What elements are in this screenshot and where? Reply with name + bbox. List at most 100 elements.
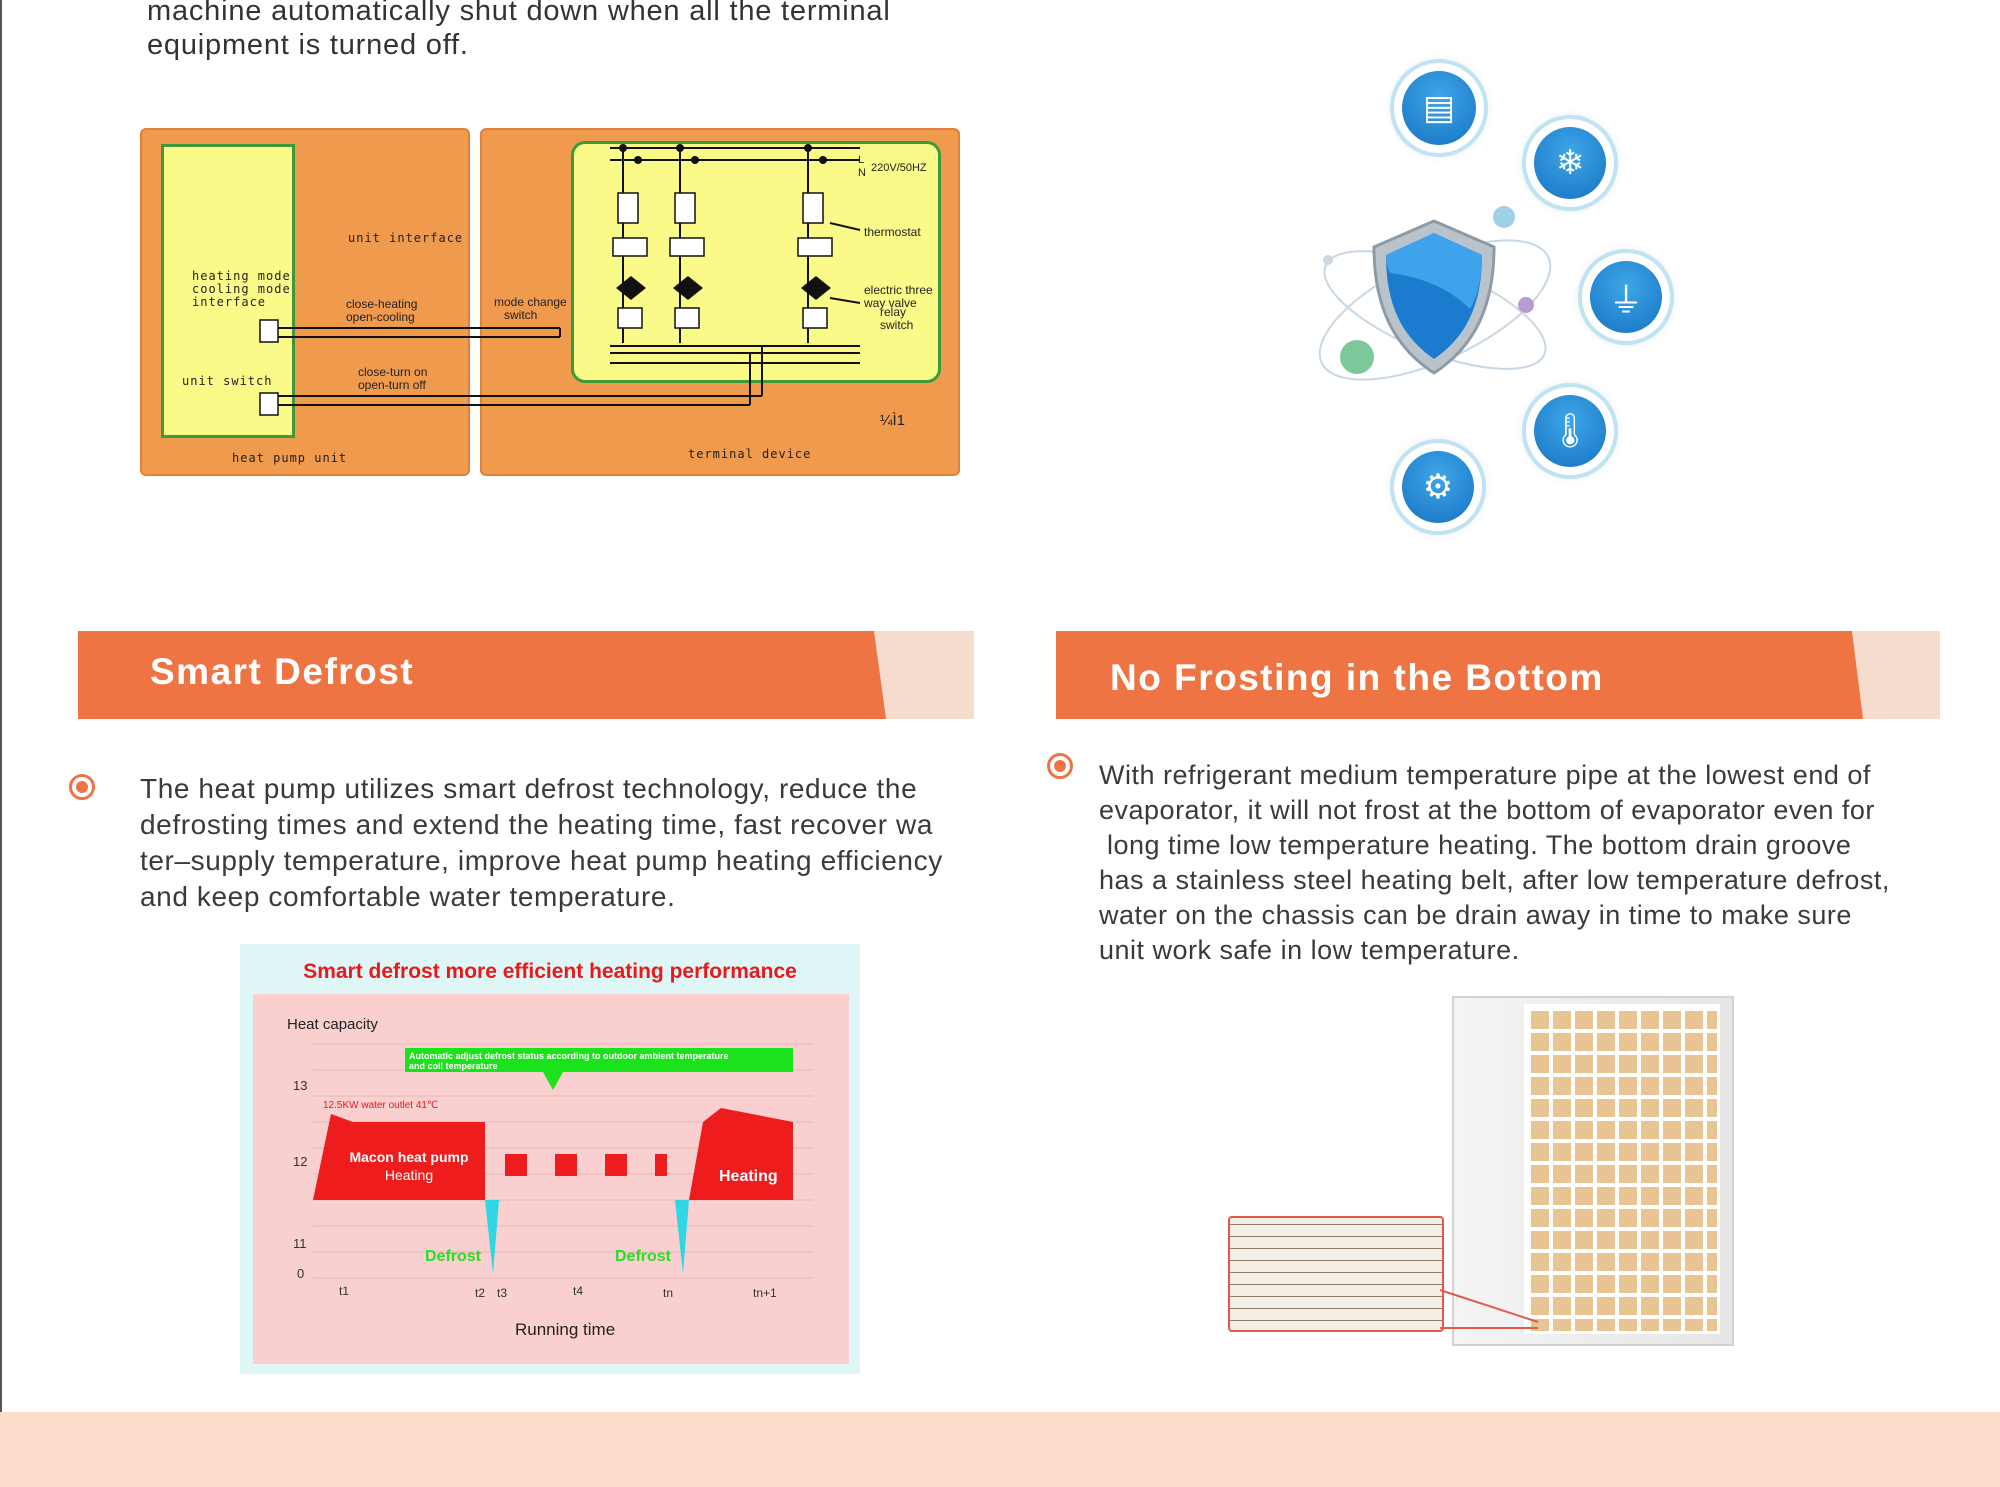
water-tower-icon: ▤ xyxy=(1394,63,1484,153)
evaporator-unit-illustration xyxy=(1226,990,1746,1362)
thermostat-label: thermostat xyxy=(864,225,921,239)
close-heating-line: close-heating xyxy=(346,297,418,311)
chart-title: Smart defrost more efficient heating per… xyxy=(303,960,797,983)
defrost-chart: Smart defrost more efficient heating per… xyxy=(240,944,860,1374)
defrost-paragraph: The heat pump utilizes smart defrost tec… xyxy=(140,771,1000,915)
paragraph-line: has a stainless steel heating belt, afte… xyxy=(1099,865,1890,895)
open-cooling-line: open-cooling xyxy=(346,310,415,324)
relay-label: relay switch xyxy=(880,306,913,332)
chart-plot-area: Heat capacity Running time 13 12 11 0 t1… xyxy=(253,994,849,1364)
y-tick: 13 xyxy=(293,1078,308,1093)
intro-line: machine automatically shut down when all… xyxy=(147,0,891,27)
banner-fill xyxy=(1056,631,1863,719)
paragraph-line: and keep comfortable water temperature. xyxy=(140,881,676,912)
valve-label: electric three way valve xyxy=(864,284,933,310)
defrost-label-1: Defrost xyxy=(425,1248,482,1265)
paragraph-line: defrosting times and extend the heating … xyxy=(140,809,934,840)
defrost-square xyxy=(655,1154,667,1176)
line-n-label: N xyxy=(858,167,866,179)
bullet-icon xyxy=(69,774,95,800)
defrost-square xyxy=(505,1154,527,1176)
paragraph-line: unit work safe in low temperature. xyxy=(1099,935,1520,965)
left-border-line xyxy=(0,0,2,1415)
paragraph-line: ter–supply temperature, improve heat pum… xyxy=(140,845,943,876)
turn-off-line: open-turn off xyxy=(358,378,426,392)
bullet-icon xyxy=(1047,753,1073,779)
voltage-label: 220V/50HZ xyxy=(871,162,927,174)
valve-line: electric three xyxy=(864,283,933,297)
switch-line: switch xyxy=(880,318,914,332)
bottom-paragraph: With refrigerant medium temperature pipe… xyxy=(1099,758,1979,968)
x-tick: t3 xyxy=(497,1286,508,1300)
heat-pump-box xyxy=(161,144,295,438)
paragraph-line: long time low temperature heating. The b… xyxy=(1099,830,1852,860)
capacity-note: 12.5KW water outlet 41℃ xyxy=(323,1100,439,1111)
annotation-text: Automatic adjust defrost status accordin… xyxy=(409,1051,789,1071)
heating-label-1: Macon heat pump Heating xyxy=(339,1148,479,1184)
line-l-label: L xyxy=(858,154,865,166)
heat-pump-footer: heat pump unit xyxy=(232,451,348,465)
smart-defrost-banner: Smart Defrost xyxy=(78,631,974,719)
terminal-footer: terminal device xyxy=(688,447,812,461)
turn-on-line: close-turn on xyxy=(358,365,428,379)
paragraph-line: With refrigerant medium temperature pipe… xyxy=(1099,760,1871,790)
heating-block-1 xyxy=(313,1114,485,1200)
x-tick: tn+1 xyxy=(753,1286,777,1300)
valve-line: way valve xyxy=(864,296,917,310)
paragraph-line: water on the chassis can be drain away i… xyxy=(1099,900,1852,930)
thermometer-icon: 🌡 xyxy=(1526,387,1614,475)
annotation-banner xyxy=(405,1048,793,1090)
heating-label-line: Heating xyxy=(384,1167,434,1183)
mode-change-line: switch xyxy=(504,308,538,322)
mode-change-line: mode change xyxy=(494,295,567,309)
callout-pointer xyxy=(1439,1289,1539,1329)
chart-marks xyxy=(313,1043,813,1279)
x-tick: tn xyxy=(663,1286,674,1300)
footer-band xyxy=(0,1412,2000,1487)
no-frosting-banner: No Frosting in the Bottom xyxy=(1056,631,1940,719)
snowflake-drops-icon: ❄ xyxy=(1526,119,1614,207)
turn-on-off-label: close-turn on open-turn off xyxy=(358,366,427,392)
y-tick: 11 xyxy=(293,1236,307,1251)
intro-line: equipment is turned off. xyxy=(147,29,469,61)
heating-label-2: Heating xyxy=(719,1168,778,1185)
annotation-line: Automatic adjust defrost status accordin… xyxy=(409,1051,729,1061)
x-tick: t1 xyxy=(339,1284,350,1298)
mode-change-label: mode change switch xyxy=(494,296,567,322)
shield-icon xyxy=(1372,219,1496,375)
y-tick: 12 xyxy=(293,1154,308,1169)
compressor-icon: ⚙ xyxy=(1394,443,1482,531)
close-heating-label: close-heating open-cooling xyxy=(346,298,417,324)
defrost-dip-2 xyxy=(675,1200,689,1274)
heating-block-2 xyxy=(689,1108,793,1200)
evaporator-grille xyxy=(1524,1004,1720,1334)
defrost-square xyxy=(555,1154,577,1176)
paragraph-line: evaporator, it will not frost at the bot… xyxy=(1099,795,1875,825)
y-tick: 0 xyxy=(297,1266,305,1281)
annotation-line: and coil temperature xyxy=(409,1061,498,1071)
defrost-square xyxy=(605,1154,627,1176)
section-title: Smart Defrost xyxy=(150,651,415,692)
defrost-dip-1 xyxy=(485,1200,499,1274)
terminal-note: ¼Ì1 xyxy=(880,412,906,429)
section-title: No Frosting in the Bottom xyxy=(1110,657,1604,698)
plug-icon: ⏚ xyxy=(1582,253,1670,341)
mode-interface-label: heating mode cooling mode interface xyxy=(192,270,291,309)
unit-interface-label: unit interface xyxy=(348,231,464,245)
wiring-diagram: unit interface heating mode cooling mode… xyxy=(140,128,960,476)
mode-interface-line: cooling mode xyxy=(192,282,291,296)
heating-label-line: Macon heat pump xyxy=(349,1149,469,1165)
x-tick: t2 xyxy=(475,1286,486,1300)
terminal-box xyxy=(571,141,941,383)
wiring-lines xyxy=(259,144,861,416)
intro-text: machine automatically shut down when all… xyxy=(147,0,947,62)
paragraph-line: The heat pump utilizes smart defrost tec… xyxy=(140,773,918,804)
detail-callout xyxy=(1228,1216,1444,1332)
x-tick: t4 xyxy=(573,1284,584,1298)
y-axis-label: Heat capacity xyxy=(287,1016,378,1033)
x-axis-label: Running time xyxy=(515,1320,616,1339)
mode-interface-line: heating mode xyxy=(192,269,291,283)
protection-icon-cluster: ▤ ❄ ⏚ 🌡 ⚙ xyxy=(1310,55,1690,545)
banner-fill xyxy=(78,631,886,719)
mode-interface-line: interface xyxy=(192,295,267,309)
